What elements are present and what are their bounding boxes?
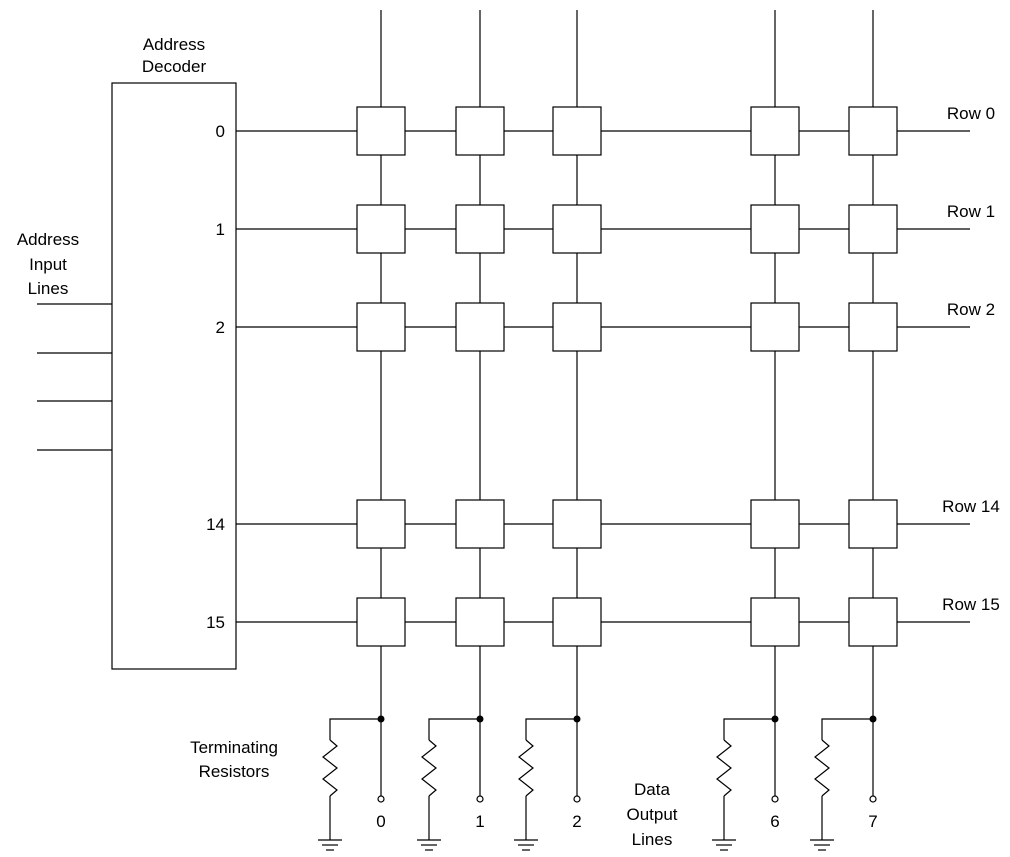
memory-cell — [848, 106, 898, 156]
decoder-output-label: 15 — [206, 613, 225, 632]
memory-cell — [552, 302, 602, 352]
terminating-resistors-label-line1: Terminating — [190, 738, 278, 757]
memory-cell — [552, 106, 602, 156]
memory-cell — [455, 106, 505, 156]
memory-cell — [848, 302, 898, 352]
output-terminal — [869, 795, 877, 803]
memory-cell — [848, 204, 898, 254]
memory-cell — [455, 204, 505, 254]
resistor-lead — [428, 718, 480, 740]
resistor-lead — [329, 718, 381, 740]
address-input-label-line3: Lines — [28, 279, 69, 298]
memory-cell — [356, 597, 406, 647]
ground-icon — [514, 839, 538, 851]
data-output-label: 0 — [376, 812, 385, 831]
memory-cell — [455, 499, 505, 549]
address-input-label-line2: Input — [29, 255, 67, 274]
data-output-label-line1: Data — [634, 780, 670, 799]
ground-icon — [318, 839, 342, 851]
memory-cell — [848, 499, 898, 549]
output-terminal — [476, 795, 484, 803]
memory-cell — [356, 499, 406, 549]
memory-cells — [356, 106, 898, 647]
decoder-title-line1: Address — [143, 35, 205, 54]
memory-cell — [552, 597, 602, 647]
terminating-resistors-label-line2: Resistors — [199, 762, 270, 781]
data-output-label-line3: Lines — [632, 830, 673, 849]
memory-cell — [750, 302, 800, 352]
ground-icon — [810, 839, 834, 851]
resistor — [322, 739, 338, 797]
decoder-output-label: 1 — [216, 220, 225, 239]
decoder-output-label: 14 — [206, 515, 225, 534]
memory-cell — [750, 204, 800, 254]
address-input-label-line1: Address — [17, 230, 79, 249]
data-output-label: 7 — [868, 812, 877, 831]
row-lines: 0 Row 0 1 Row 1 2 Row 2 14 Row 14 15 Row 15 — [206, 104, 1000, 632]
resistor-lead — [723, 718, 775, 740]
row-label: Row 0 — [947, 104, 995, 123]
data-output-label-line2: Output — [626, 805, 677, 824]
memory-cell — [356, 204, 406, 254]
memory-cell — [750, 597, 800, 647]
ground-icon — [712, 839, 736, 851]
output-terminal — [573, 795, 581, 803]
ground-icon — [417, 839, 441, 851]
decoder-title-line2: Decoder — [142, 57, 207, 76]
memory-cell — [552, 499, 602, 549]
memory-cell — [848, 597, 898, 647]
address-input-lines — [37, 303, 112, 451]
decoder-output-label: 2 — [216, 318, 225, 337]
resistor — [421, 739, 437, 797]
resistor — [814, 739, 830, 797]
address-decoder-box — [111, 82, 237, 670]
memory-cell — [552, 204, 602, 254]
memory-cell — [455, 597, 505, 647]
resistor-lead — [525, 718, 577, 740]
memory-cell — [750, 499, 800, 549]
memory-cell — [455, 302, 505, 352]
output-terminal — [771, 795, 779, 803]
memory-cell — [356, 106, 406, 156]
memory-cell — [356, 302, 406, 352]
row-label: Row 14 — [942, 497, 1000, 516]
resistor-lead — [821, 718, 873, 740]
terminations: 0 1 2 6 7 — [318, 715, 878, 851]
data-output-label: 6 — [770, 812, 779, 831]
resistor — [518, 739, 534, 797]
row-label: Row 15 — [942, 595, 1000, 614]
output-terminal — [377, 795, 385, 803]
resistor — [716, 739, 732, 797]
row-label: Row 1 — [947, 202, 995, 221]
memory-cell — [750, 106, 800, 156]
data-output-label: 2 — [572, 812, 581, 831]
row-label: Row 2 — [947, 300, 995, 319]
data-output-label: 1 — [475, 812, 484, 831]
decoder-output-label: 0 — [216, 122, 225, 141]
